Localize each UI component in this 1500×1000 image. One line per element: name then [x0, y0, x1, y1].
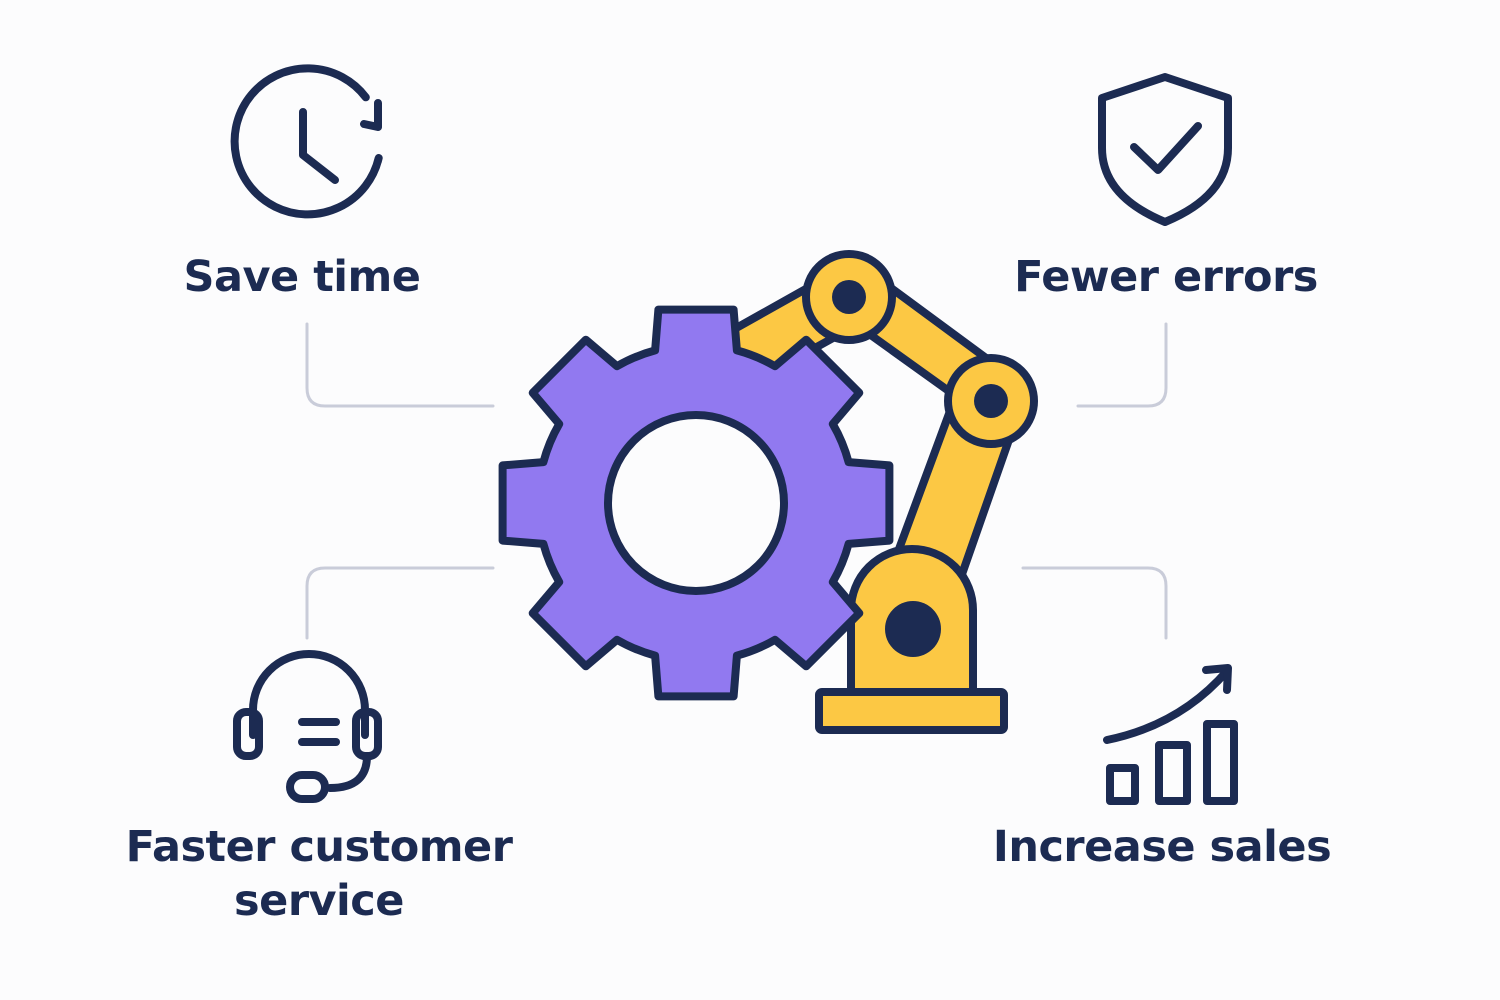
robot-arm-joints [832, 280, 1008, 657]
headset-icon [233, 650, 382, 803]
benefit-label-save-time: Save time [184, 250, 421, 304]
faster-service-line1: Faster customer [125, 822, 513, 872]
save-time-text: Save time [183, 252, 421, 302]
gear-icon [498, 305, 894, 701]
gear-hole [604, 411, 788, 595]
faster-service-line2: service [234, 876, 404, 926]
fewer-errors-text: Fewer errors [1014, 252, 1318, 302]
connector-bottom-right [1021, 566, 1168, 640]
bar-chart-growth-icon [1103, 664, 1238, 805]
shield-check-icon [1098, 73, 1232, 226]
benefit-label-increase-sales: Increase sales [992, 820, 1332, 874]
clock-refresh-icon [230, 64, 383, 219]
increase-sales-text: Increase sales [992, 822, 1332, 872]
connector-top-left [305, 322, 495, 408]
connector-lines [305, 322, 1168, 640]
benefit-label-faster-service: Faster customer service [126, 820, 513, 928]
connector-bottom-left [305, 566, 495, 640]
connector-top-right [1076, 322, 1168, 408]
benefit-label-fewer-errors: Fewer errors [1014, 250, 1318, 304]
